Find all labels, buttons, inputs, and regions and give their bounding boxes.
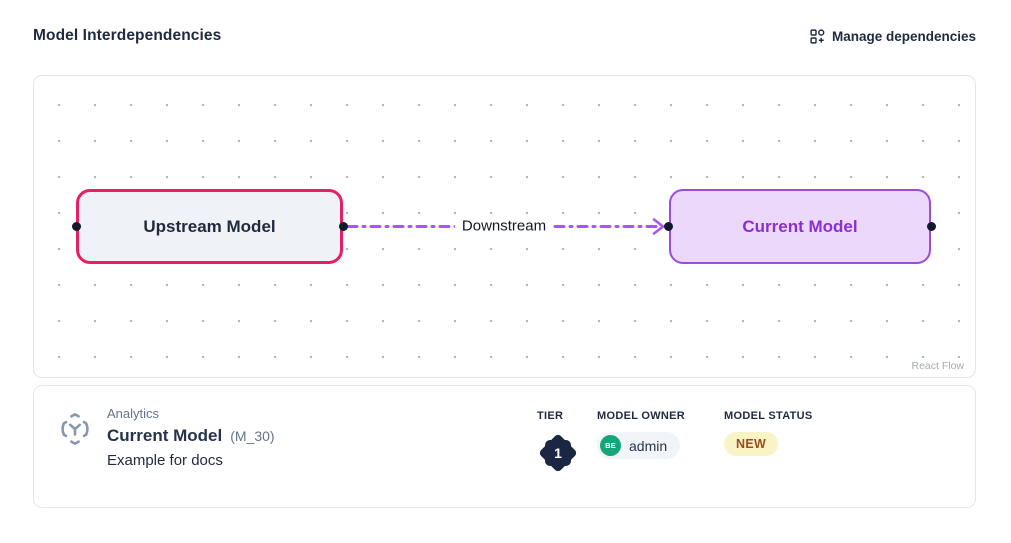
status-label: MODEL STATUS [724, 410, 813, 422]
manage-dependencies-button[interactable]: Manage dependencies [810, 29, 976, 44]
owner-column: MODEL OWNER BE admin [597, 410, 724, 459]
model-details-card: Analytics Current Model (M_30) Example f… [33, 385, 976, 508]
status-column: MODEL STATUS NEW [724, 410, 844, 456]
owner-label: MODEL OWNER [597, 410, 686, 422]
model-description: Example for docs [107, 452, 223, 469]
page-header: Model Interdependencies Manage dependenc… [33, 0, 976, 72]
node-upstream-model[interactable]: Upstream Model [76, 189, 343, 264]
tier-value: 1 [554, 445, 562, 461]
model-info-text: Analytics Current Model (M_30) Example f… [107, 406, 275, 469]
node-current-label: Current Model [742, 216, 858, 236]
flow-canvas[interactable]: Downstream Upstream Model Current Model … [33, 75, 976, 378]
owner-name: admin [629, 437, 668, 454]
page-title: Model Interdependencies [33, 27, 222, 44]
tier-column: TIER 1 [537, 410, 597, 474]
status-badge: NEW [724, 432, 779, 456]
react-flow-attribution[interactable]: React Flow [907, 358, 968, 374]
model-category: Analytics [107, 406, 160, 421]
tier-badge: 1 [537, 432, 579, 474]
node-upstream-label: Upstream Model [143, 216, 276, 236]
edge-label: Downstream [454, 216, 554, 236]
edge-arrowhead-icon [652, 218, 665, 235]
handle-current-right[interactable] [927, 222, 936, 231]
owner-pill: BE admin [597, 432, 681, 459]
owner-avatar: BE [600, 435, 621, 456]
model-name: Current Model [107, 426, 223, 445]
model-flow-icon [57, 411, 93, 469]
grid-plus-icon [810, 28, 825, 44]
model-meta-columns: TIER 1 MODEL OWNER BE admin MODEL STATUS… [537, 410, 844, 474]
handle-upstream-right[interactable] [339, 222, 348, 231]
node-current-model[interactable]: Current Model [669, 189, 931, 264]
model-code: (M_30) [230, 428, 275, 444]
tier-label: TIER [537, 410, 564, 422]
model-info: Analytics Current Model (M_30) Example f… [57, 406, 275, 469]
manage-dependencies-label: Manage dependencies [831, 28, 976, 44]
handle-current-left[interactable] [664, 222, 673, 231]
handle-upstream-left[interactable] [72, 222, 81, 231]
